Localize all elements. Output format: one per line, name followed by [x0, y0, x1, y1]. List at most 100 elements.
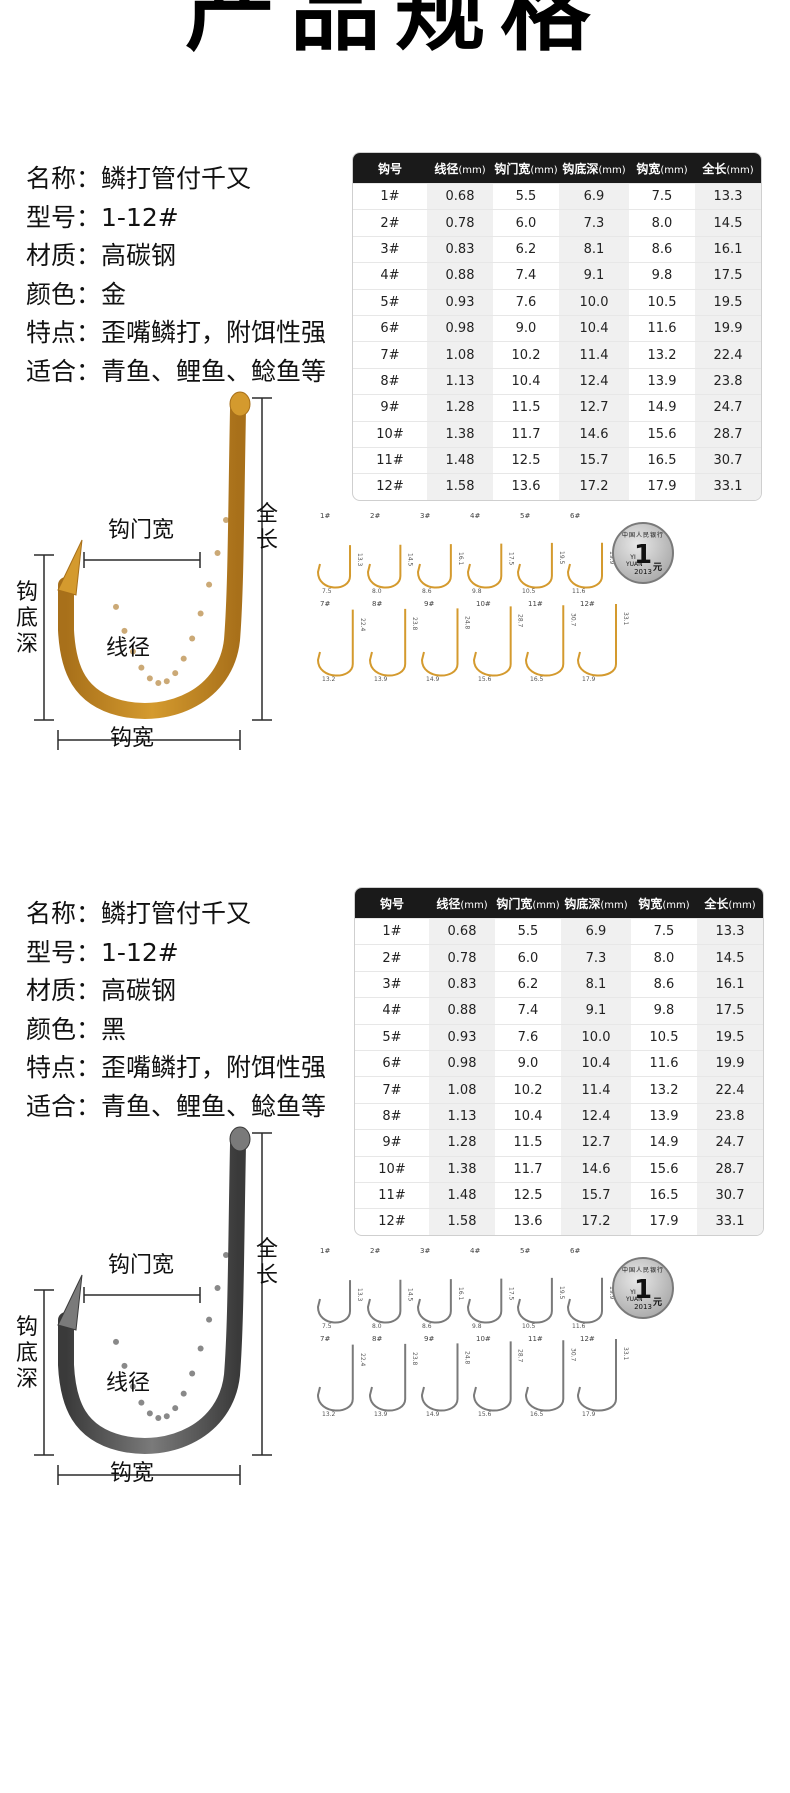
info-label: 名称：	[26, 164, 102, 193]
hook-point	[57, 1274, 83, 1331]
size-number: 11#	[528, 600, 543, 608]
table-cell: 6.2	[493, 235, 559, 262]
size-length: 30.7	[569, 1348, 577, 1362]
hook-drawing	[34, 1126, 272, 1485]
table-cell: 11#	[353, 446, 427, 473]
column-header: 线径(mm)	[427, 153, 493, 183]
size-length: 22.4	[358, 617, 366, 632]
size-length: 33.1	[622, 1347, 629, 1361]
mini-hook-body	[420, 1343, 459, 1412]
info-value: 高碳钢	[101, 976, 177, 1005]
table-cell: 11.4	[559, 341, 629, 368]
table-cell: 30.7	[697, 1181, 763, 1209]
product-suitable: 适合：青鱼、鲤鱼、鲶鱼等	[26, 1088, 356, 1127]
table-cell: 17.5	[695, 262, 761, 289]
scale-mark	[129, 648, 136, 655]
table-cell: 16.1	[697, 970, 763, 998]
size-width: 10.5	[522, 588, 536, 595]
product-info: 名称：鳞打管付千又型号：1-12#材质：高碳钢颜色：金特点：歪嘴鳞打，附饵性强适…	[26, 160, 356, 391]
mini-hook-body	[576, 604, 617, 677]
wire-label: 线径	[106, 1371, 151, 1396]
size-length: 30.7	[569, 613, 577, 627]
table-cell: 9.8	[629, 262, 695, 288]
product-info: 名称：鳞打管付千又型号：1-12#材质：高碳钢颜色：黑特点：歪嘴鳞打，附饵性强适…	[26, 895, 356, 1126]
column-header-label: 线径	[436, 896, 461, 911]
table-cell: 15.7	[559, 446, 629, 474]
size-length: 13.3	[356, 1288, 364, 1302]
total-length-label: 全长	[255, 1237, 278, 1288]
table-cell: 0.88	[429, 997, 495, 1024]
size-number: 12#	[580, 600, 595, 608]
table-cell: 1.08	[427, 341, 493, 368]
table-header-row: 钩号线径(mm)钩门宽(mm)钩底深(mm)钩宽(mm)全长(mm)	[355, 888, 763, 918]
table-cell: 16.5	[631, 1181, 697, 1208]
mini-hook-body	[576, 1339, 617, 1412]
mini-hook-body	[416, 544, 452, 589]
mini-hook-body	[416, 1279, 452, 1324]
size-width: 14.9	[426, 676, 440, 683]
table-cell: 7#	[355, 1076, 429, 1102]
table-cell: 0.93	[427, 288, 493, 315]
coin-yi: YI YUAN	[626, 554, 643, 568]
mini-hook	[466, 1278, 503, 1324]
column-header-unit: (mm)	[660, 164, 688, 176]
table-cell: 8#	[355, 1102, 429, 1129]
table-cell: 10.5	[629, 288, 695, 315]
table-cell: 9.0	[493, 314, 559, 341]
table-cell: 10.4	[493, 367, 559, 394]
table-cell: 9.1	[559, 262, 629, 289]
table-cell: 7.6	[493, 288, 559, 315]
product-material: 材质：高碳钢	[26, 972, 356, 1011]
table-cell: 14.9	[631, 1129, 697, 1155]
table-cell: 19.9	[695, 314, 761, 342]
info-label: 材质：	[26, 241, 102, 270]
table-cell: 5.5	[495, 918, 561, 944]
scale-mark	[197, 610, 204, 617]
mini-hook	[472, 1341, 512, 1412]
mini-hook-body	[566, 1277, 604, 1324]
scale-mark	[113, 603, 119, 610]
table-cell: 33.1	[697, 1208, 763, 1235]
table-cell: 13.3	[697, 918, 763, 945]
table-cell: 6#	[353, 314, 427, 341]
mini-hook	[466, 543, 503, 589]
table-cell: 16.1	[695, 235, 761, 263]
table-cell: 7.4	[495, 997, 561, 1023]
column-header-label: 钩号	[377, 161, 402, 176]
size-length: 19.9	[608, 551, 615, 564]
mini-hook-body	[472, 1341, 512, 1412]
size-number: 12#	[580, 1335, 595, 1343]
coin-value: 1	[633, 540, 653, 570]
mini-hook	[566, 542, 604, 589]
table-cell: 8.1	[559, 235, 629, 263]
table-cell: 3#	[355, 970, 429, 997]
column-header: 钩底深(mm)	[561, 888, 631, 918]
size-length: 16.1	[456, 1287, 464, 1301]
mini-hook-body	[316, 545, 352, 589]
info-value: 1-12#	[101, 202, 179, 232]
scale-mark	[163, 678, 170, 685]
product-name: 名称：鳞打管付千又	[26, 895, 356, 934]
table-cell: 9.8	[631, 997, 697, 1023]
gap-label: 钩门宽	[108, 1253, 175, 1278]
mini-hook-body	[316, 609, 354, 677]
table-cell: 7.3	[561, 944, 631, 971]
table-cell: 0.88	[427, 262, 493, 289]
mini-hook-body	[516, 1277, 553, 1324]
table-cell: 7.6	[495, 1023, 561, 1050]
product-model: 型号：1-12#	[26, 199, 356, 238]
